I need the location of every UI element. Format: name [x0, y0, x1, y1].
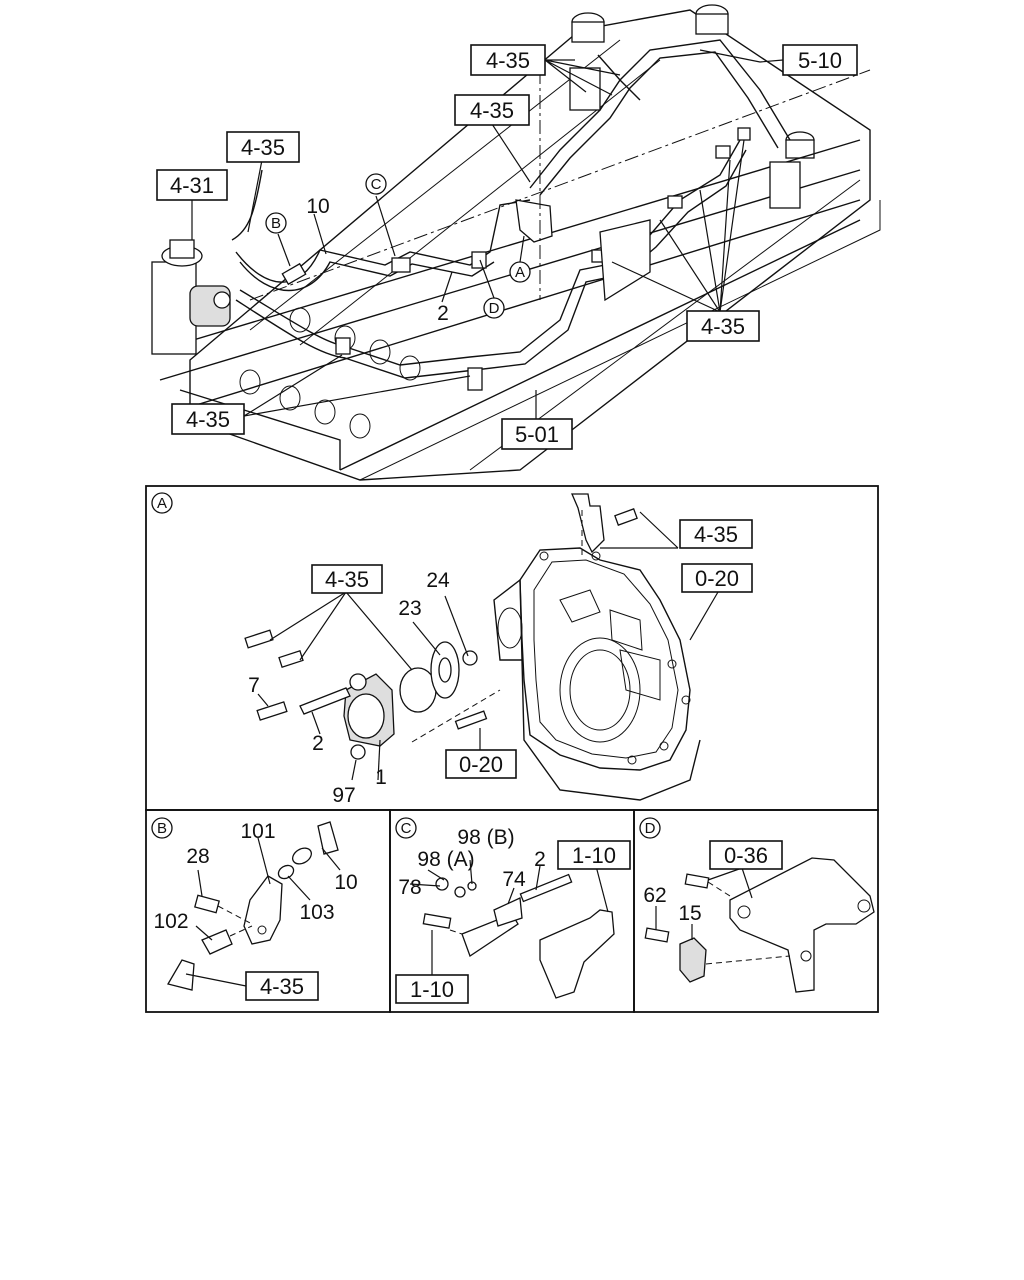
callout-circle: A: [151, 492, 173, 514]
part-number: 2: [534, 848, 546, 871]
ref-label: 4-35: [470, 98, 514, 123]
panel-b-leaders: [185, 837, 341, 987]
ref-label: 0-20: [459, 752, 503, 777]
ref-box: 4-35: [171, 403, 245, 435]
part-number: 78: [398, 876, 421, 899]
svg-text:D: D: [645, 820, 656, 837]
ref-label: 4-35: [186, 407, 230, 432]
svg-text:B: B: [157, 820, 167, 837]
svg-text:A: A: [157, 495, 167, 512]
ref-box: 4-35: [470, 44, 546, 76]
ref-label: 4-35: [325, 567, 369, 592]
ref-label: 4-35: [241, 135, 285, 160]
ref-box: 4-35: [311, 564, 383, 594]
ref-label: 4-35: [260, 974, 304, 999]
callout-circle: A: [509, 261, 531, 283]
flywheel-housing: [493, 547, 701, 801]
part-number: 15: [678, 902, 701, 925]
ref-label: 5-10: [798, 48, 842, 73]
part-number: 23: [398, 597, 421, 620]
mount-bracket: [422, 873, 615, 999]
panel-d-leaders: [655, 867, 753, 940]
ref-box: 5-10: [782, 44, 858, 76]
ref-label: 1-10: [572, 843, 616, 868]
ref-label: 0-36: [724, 843, 768, 868]
ref-label: 4-35: [694, 522, 738, 547]
ref-box: 4-35: [454, 94, 530, 126]
panel-d-frame: [633, 809, 879, 1013]
part-number: 103: [299, 901, 334, 924]
part-number: 2: [312, 732, 324, 755]
callout-circle: B: [265, 212, 287, 234]
part-number: 98 (B): [457, 826, 514, 849]
ref-box: 5-01: [501, 418, 573, 450]
clamp-bracket: [644, 857, 875, 993]
part-number: 10: [334, 871, 357, 894]
svg-text:B: B: [271, 215, 281, 232]
part-number: 2: [437, 302, 449, 325]
part-number: 62: [643, 884, 666, 907]
ref-label: 4-35: [486, 48, 530, 73]
callout-circle: C: [365, 173, 387, 195]
svg-text:D: D: [489, 300, 500, 317]
ref-box: 0-20: [681, 563, 753, 593]
svg-text:C: C: [371, 176, 382, 193]
part-number: 74: [502, 868, 526, 891]
panel-c-leaders: [409, 859, 609, 976]
callout-circle: C: [395, 817, 417, 839]
part-number: 28: [186, 845, 209, 868]
bracket-top: [571, 493, 638, 555]
sensor-bracket: [167, 821, 339, 991]
ref-label: 0-20: [695, 566, 739, 591]
ref-label: 5-01: [515, 422, 559, 447]
chassis-assembly: [151, 4, 881, 481]
callout-circle: B: [151, 817, 173, 839]
ref-label: 4-31: [170, 173, 214, 198]
callout-circle: D: [639, 817, 661, 839]
part-number: 98 (A): [417, 848, 474, 871]
ref-box: 1-10: [557, 840, 631, 870]
ref-box: 4-35: [686, 310, 760, 342]
part-number: 97: [332, 784, 355, 807]
top-leaders: [191, 49, 784, 420]
vacuum-pump: [244, 629, 501, 760]
callout-circle: D: [483, 297, 505, 319]
part-number: 7: [248, 674, 260, 697]
ref-box: 1-10: [395, 974, 469, 1004]
part-number: 102: [153, 910, 188, 933]
ref-label: 1-10: [410, 977, 454, 1002]
svg-text:C: C: [401, 820, 412, 837]
svg-text:A: A: [515, 264, 525, 281]
panel-a-leaders: [257, 511, 719, 781]
ref-box: 4-35: [226, 131, 300, 163]
ref-box: 0-20: [445, 749, 517, 779]
part-number: 101: [240, 820, 275, 843]
ref-label: 4-35: [701, 314, 745, 339]
ref-box: 4-35: [245, 971, 319, 1001]
ref-box: 4-35: [679, 519, 753, 549]
part-number: 10: [306, 195, 329, 218]
ref-box: 4-31: [156, 169, 228, 201]
ref-box: 0-36: [709, 840, 783, 870]
part-number: 1: [375, 766, 387, 789]
part-number: 24: [426, 569, 450, 592]
